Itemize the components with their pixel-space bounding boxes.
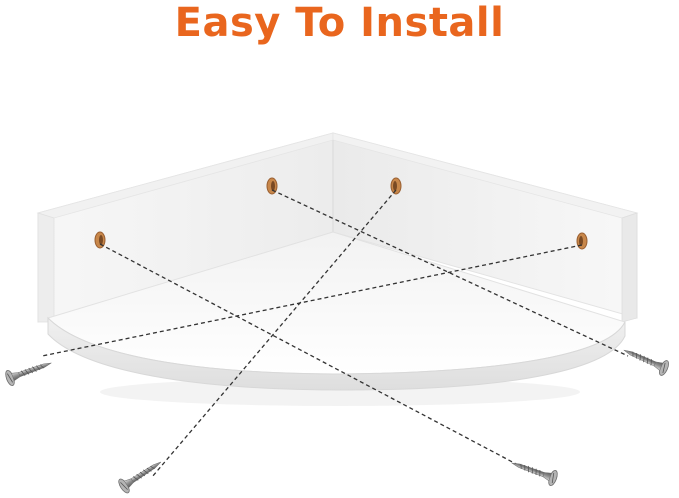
- shelf-front-edge: [47, 316, 626, 391]
- screw-icon: [508, 455, 560, 488]
- mounting-hole-icon: [266, 177, 278, 195]
- guide-line: [99, 243, 521, 467]
- mounting-hole-icon: [94, 231, 106, 249]
- screw-icon: [116, 454, 166, 496]
- screw-icon: [3, 355, 55, 388]
- right-back-panel: [332, 132, 639, 323]
- mounting-hole-icon: [576, 232, 588, 250]
- page-title: Easy To Install: [174, 0, 505, 46]
- mounting-hole-icon: [390, 177, 402, 195]
- shelf-surface: [47, 231, 626, 391]
- installation-guide-lines: [41, 189, 629, 478]
- guide-line: [271, 189, 629, 357]
- guide-line: [41, 244, 583, 357]
- left-back-panel: [36, 132, 334, 323]
- screw-icon: [620, 342, 671, 378]
